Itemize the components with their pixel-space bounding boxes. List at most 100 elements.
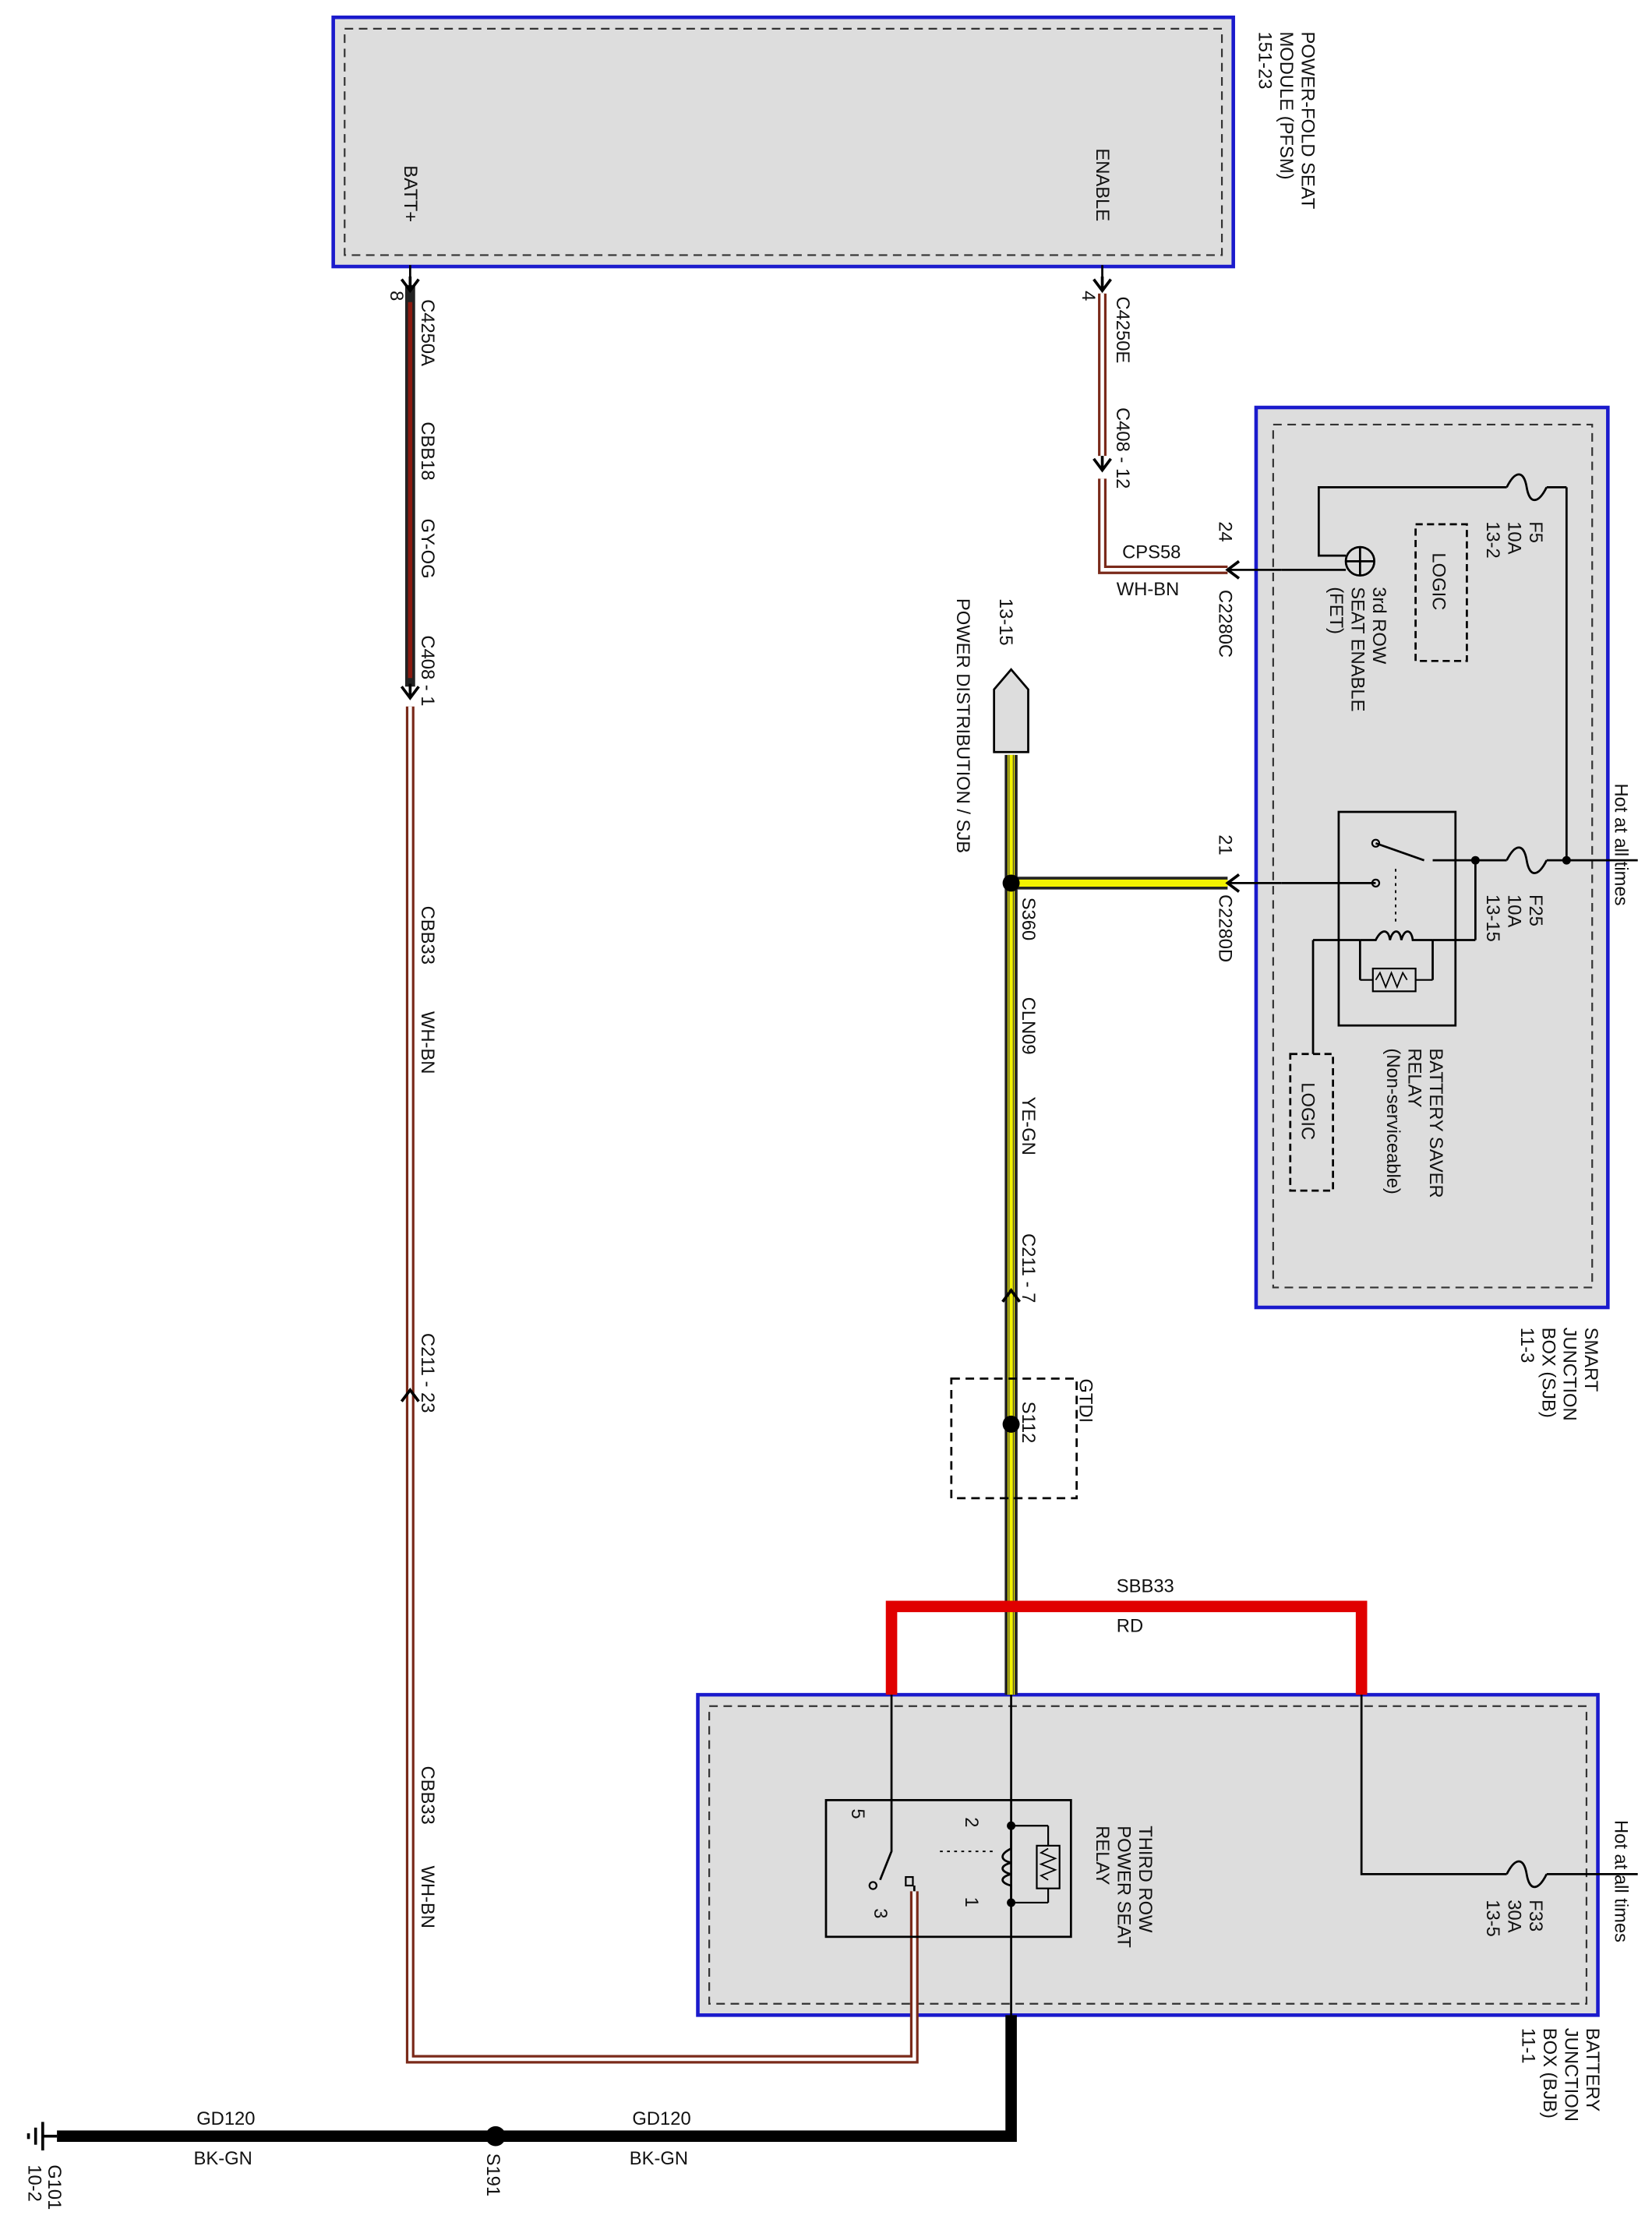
splice-s112 [1002, 1415, 1020, 1433]
fuse-f5-line1: F5 [1525, 521, 1546, 543]
relay-pin-3: 3 [870, 1908, 891, 1918]
fuse-f33-line3: 13-5 [1482, 1900, 1503, 1937]
connector-c4250a [400, 275, 421, 292]
ground-ref: 10-2 [24, 2164, 45, 2202]
c4250a-pin: 8 [386, 291, 407, 301]
s112-label: S112 [1018, 1402, 1039, 1444]
c4250a-label: C4250A [417, 299, 438, 366]
gy-og-label: GY-OG [417, 519, 438, 579]
bjb-title-line3: BOX (BJB) [1539, 2028, 1560, 2118]
ground-id: G101 [44, 2164, 65, 2210]
bk-gn-b-label: BK-GN [630, 2148, 688, 2169]
fuse-f25-line3: 13-15 [1482, 894, 1503, 942]
splice-s360 [1002, 874, 1020, 892]
splice-s191 [485, 2126, 506, 2147]
s191-label: S191 [482, 2154, 503, 2196]
bjb-internal-wiring [879, 1695, 1638, 2016]
sjb-title-line3: BOX (SJB) [1537, 1328, 1558, 1418]
sjb-module-box [1254, 405, 1610, 1310]
c408-12-label: C408 - 12 [1112, 407, 1133, 489]
sjb-title-line1: SMART [1580, 1328, 1601, 1392]
battery-saver-relay-line1: BATTERY SAVER [1425, 1048, 1446, 1198]
fuse-f5-line3: 13-2 [1482, 521, 1503, 559]
connector-c2280d [1225, 873, 1282, 893]
ye-gn-label: YE-GN [1018, 1097, 1039, 1155]
wire-cln09-ye-gn [1004, 754, 1228, 1695]
connector-c211-7 [1001, 1288, 1022, 1303]
gd120-a-label: GD120 [196, 2108, 255, 2129]
fet-line3: (FET) [1325, 587, 1347, 634]
fuse-f5-icon [1506, 473, 1548, 502]
c408-1-label: C408 - 1 [417, 635, 438, 706]
wh-bn-a-label: WH-BN [417, 1011, 438, 1074]
wh-bn-b-label: WH-BN [417, 1865, 438, 1928]
fuse-f25-line2: 10A [1503, 894, 1524, 927]
fuse-f25-line1: F25 [1525, 894, 1546, 926]
third-row-relay-line1: THIRD ROW [1135, 1826, 1156, 1933]
battery-saver-relay-line3: (Non-serviceable) [1382, 1048, 1403, 1194]
connector-c2280c [1225, 559, 1282, 580]
c4250e-pin: 4 [1078, 291, 1099, 301]
pfsm-pin-batt: BATT+ [400, 165, 421, 222]
fuse-f33-line2: 30A [1503, 1900, 1524, 1932]
pfsm-title-line2: MODULE (PFSM) [1276, 32, 1297, 180]
bjb-title-line4: 11-1 [1518, 2028, 1539, 2064]
c2280c-pin: 24 [1214, 521, 1235, 542]
sjb-title-line4: 11-3 [1516, 1328, 1537, 1364]
sjb-logic-top-box [1414, 523, 1468, 662]
battery-saver-relay-icon [1311, 810, 1457, 1054]
third-row-relay-icon [824, 1799, 1072, 1939]
connector-c4250e [1092, 275, 1113, 292]
fet-icon [1344, 545, 1375, 577]
sjb-internal-wiring [1281, 485, 1638, 941]
sjb-logic-top: LOGIC [1428, 552, 1449, 610]
fuse-f25-icon [1506, 846, 1548, 874]
power-dist-ref: 13-15 [995, 598, 1016, 646]
bjb-title-line1: BATTERY [1582, 2028, 1603, 2111]
fet-line1: 3rd ROW [1368, 587, 1389, 665]
sjb-hot-label: Hot at all times [1610, 783, 1631, 905]
pfsm-title-line1: POWER-FOLD SEAT [1297, 32, 1318, 210]
c211-23-label: C211 - 23 [417, 1333, 438, 1413]
pfsm-pin-enable: ENABLE [1092, 148, 1113, 221]
gtdi-dashed-box [950, 1378, 1078, 1500]
ground-symbol [26, 2122, 58, 2150]
cbb33-a-label: CBB33 [417, 906, 438, 965]
bjb-title-line2: JUNCTION [1561, 2028, 1582, 2122]
wire-cbb33-wh-bn [405, 706, 919, 2064]
cps58-label: CPS58 [1122, 542, 1181, 563]
power-distribution-arrow [993, 668, 1029, 753]
cln09-label: CLN09 [1018, 997, 1039, 1055]
sjb-title-line2: JUNCTION [1559, 1328, 1580, 1421]
fet-line2: SEAT ENABLE [1347, 587, 1368, 711]
relay-pin-2: 2 [961, 1817, 982, 1827]
s360-label: S360 [1018, 898, 1039, 940]
c2280d-label: C2280D [1214, 894, 1235, 962]
wh-bn-c-label: WH-BN [1117, 579, 1179, 600]
wire-sbb33-rd [885, 1600, 1368, 1695]
cbb18-label: CBB18 [417, 422, 438, 480]
fuse-f33-line1: F33 [1525, 1900, 1546, 1931]
c2280d-pin: 21 [1214, 834, 1235, 855]
relay-pin-5: 5 [847, 1808, 868, 1819]
wire-gd120-bk-gn [57, 2015, 1017, 2142]
third-row-relay-line2: POWER SEAT [1114, 1826, 1135, 1948]
sbb33-label: SBB33 [1117, 1576, 1174, 1597]
power-dist-label: POWER DISTRIBUTION / SJB [952, 598, 973, 853]
cbb33-b-label: CBB33 [417, 1766, 438, 1825]
fuse-f33-icon [1506, 1860, 1548, 1889]
connector-c408-12 [1092, 454, 1113, 472]
bk-gn-a-label: BK-GN [194, 2148, 252, 2169]
connector-c211-23 [400, 1387, 420, 1402]
c211-7-label: C211 - 7 [1018, 1233, 1039, 1303]
battery-saver-relay-line2: RELAY [1403, 1048, 1424, 1107]
relay-pin-1: 1 [961, 1897, 982, 1907]
gtdi-label: GTDI [1075, 1378, 1096, 1423]
bjb-hot-label: Hot at all times [1610, 1820, 1631, 1942]
sjb-logic-bottom: LOGIC [1297, 1082, 1318, 1140]
sjb-logic-bottom-box [1289, 1053, 1334, 1192]
gd120-b-label: GD120 [632, 2108, 690, 2129]
pfsm-title-line3: 151-23 [1255, 32, 1276, 90]
c4250e-label: C4250E [1112, 296, 1133, 363]
